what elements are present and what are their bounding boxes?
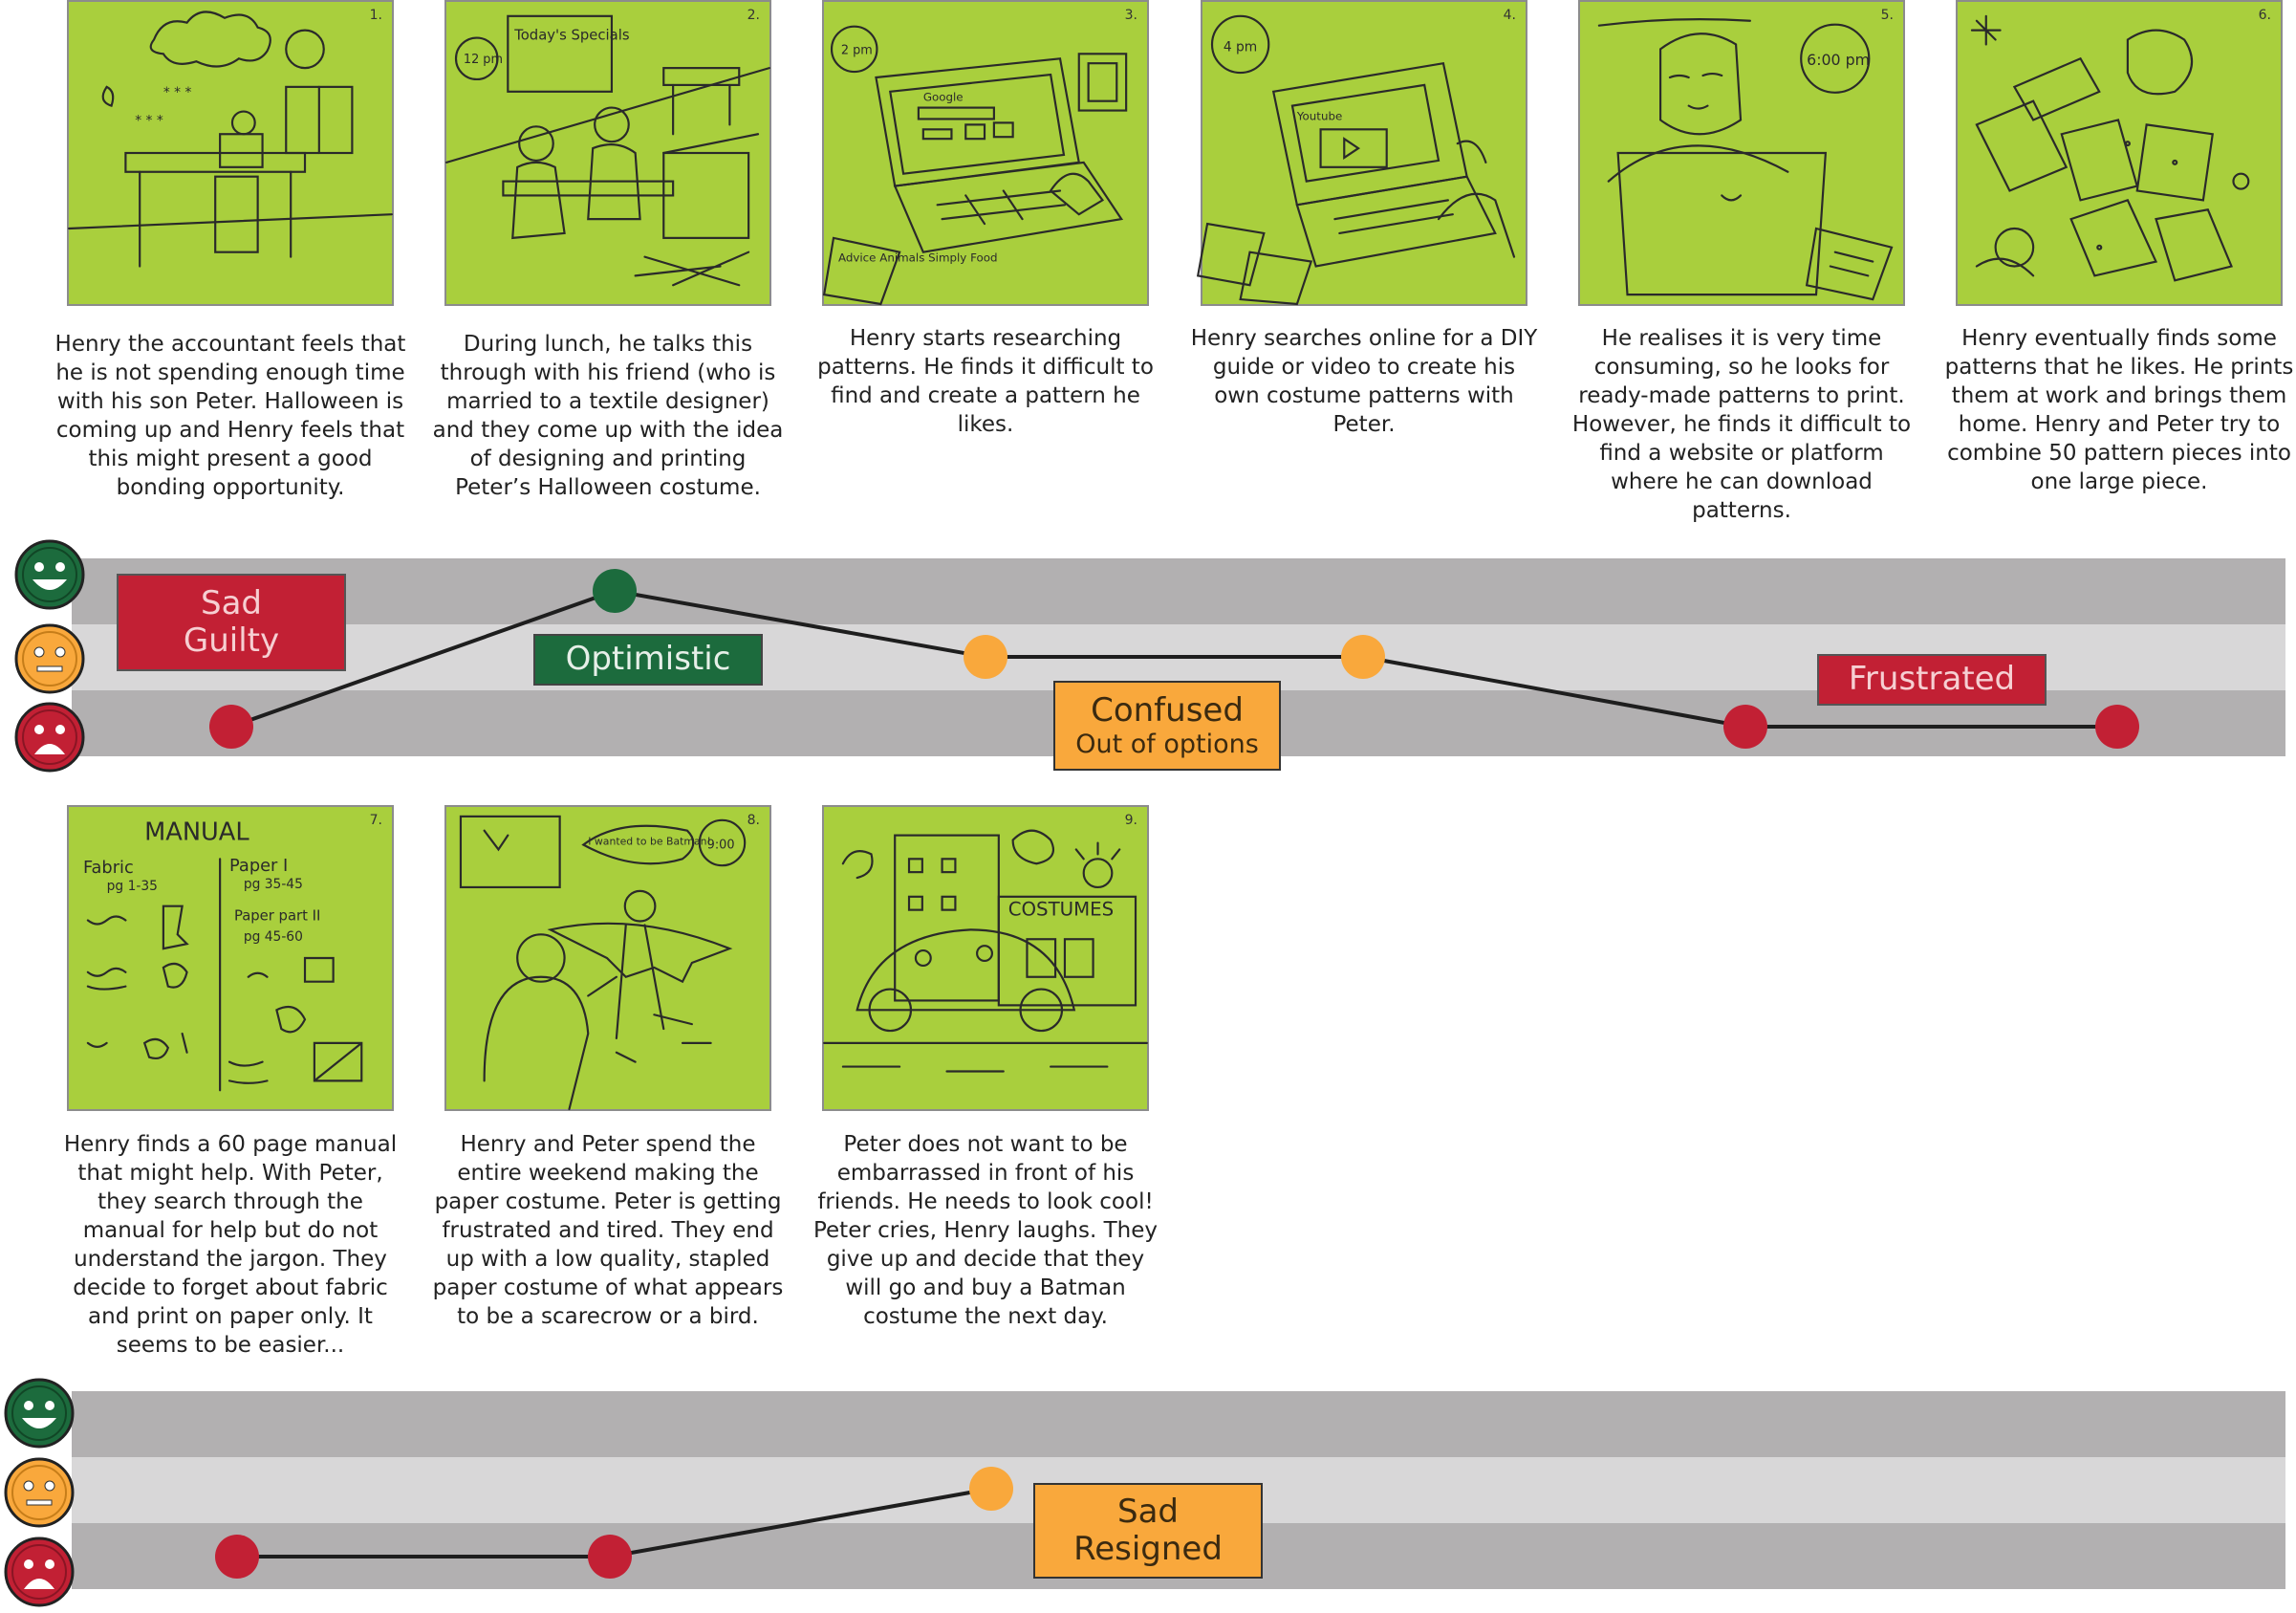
sketch-laptop-research: 2 pm Google Advice Animals Simply Food: [822, 25, 1128, 306]
panel-caption-5: He realises it is very time consuming, s…: [1571, 326, 1912, 523]
happy-face-icon: [14, 539, 85, 610]
emotion-band-positive: [72, 558, 2285, 624]
storyboard-panel-5: 5. 6:00 pm: [1578, 0, 1905, 306]
storyboard-panel-9: 9. COSTUMES: [822, 805, 1149, 1111]
speech-bubble-text: I wanted to be Batman!: [588, 836, 711, 848]
storyboard-panel-7: 7. MANUAL Fabric pg 1-35 Paper I pg 35-4…: [67, 805, 394, 1111]
panel-caption-7: Henry finds a 60 page manual that might …: [63, 1132, 398, 1358]
clock-label: 12 pm: [464, 53, 503, 67]
panel-caption-1: Henry the accountant feels that he is no…: [54, 332, 406, 500]
svg-text:* * *: * * *: [163, 85, 192, 100]
clock-label: 2 pm: [841, 43, 873, 57]
svg-text:Paper I: Paper I: [229, 857, 288, 876]
emotion-label-sad-resigned: Sad Resigned: [1033, 1483, 1263, 1579]
panel-caption-8: Henry and Peter spend the entire weekend…: [432, 1132, 784, 1329]
sketch-manual: MANUAL Fabric pg 1-35 Paper I pg 35-45 P…: [83, 818, 363, 1092]
svg-text:pg 35-45: pg 35-45: [244, 877, 303, 892]
svg-text:* * *: * * *: [135, 113, 163, 128]
sketch-paper-costume: I wanted to be Batman! 9:00: [459, 815, 747, 1111]
clock-label: 6:00 pm: [1807, 51, 1870, 69]
sad-face-icon: [4, 1537, 75, 1607]
emotion-label-confused: Confused Out of options: [1053, 681, 1281, 771]
panel-caption-3: Henry starts researching patterns. He fi…: [817, 326, 1154, 437]
neutral-face-icon: [4, 1457, 75, 1528]
site-label: Youtube: [1296, 109, 1342, 122]
panel-number: 9.: [1124, 813, 1137, 828]
manual-title: MANUAL: [144, 818, 249, 847]
storyboard-panel-4: 4. 4 pm Youtube: [1196, 0, 1527, 306]
sketch-night-desk: * * * * * *: [68, 11, 393, 268]
emotion-band-positive: [72, 1391, 2285, 1457]
sad-face-icon: [14, 702, 85, 773]
happy-face-icon: [4, 1378, 75, 1449]
clock-label: 9:00: [707, 838, 735, 852]
neutral-face-icon: [14, 623, 85, 694]
storyboard-panel-3: 3. 2 pm Google Advice Animals Simply Foo…: [822, 0, 1149, 306]
note-label: Advice Animals Simply Food: [838, 251, 998, 265]
panel-number: 2.: [747, 8, 760, 23]
panel-caption-6: Henry eventually finds some patterns tha…: [1944, 326, 2294, 494]
sketch-video-search: 4 pm Youtube: [1196, 14, 1516, 306]
storyboard-panel-8: 8. I wanted to be Batman! 9:00: [444, 805, 771, 1111]
panel-number: 4.: [1503, 8, 1516, 23]
storyboard-panel-6: 6.: [1956, 0, 2283, 306]
panel-number: 8.: [747, 813, 760, 828]
svg-text:pg 45-60: pg 45-60: [244, 929, 303, 945]
storyboard-panel-1: 1. * * * * * *: [67, 0, 394, 306]
sketch-costume-shop: COSTUMES: [823, 829, 1148, 1073]
panel-number: 1.: [369, 8, 382, 23]
sketch-lunch-cafe: 12 pm Today's Specials: [445, 14, 770, 287]
panel-number: 6.: [2258, 8, 2271, 23]
emotion-label-optimistic: Optimistic: [533, 634, 763, 686]
panel-caption-4: Henry searches online for a DIY guide or…: [1190, 326, 1538, 437]
svg-text:pg 1-35: pg 1-35: [107, 879, 158, 894]
panel-number: 7.: [369, 813, 382, 828]
sketch-pattern-pieces: [1970, 14, 2250, 282]
storyboard-panel-2: 2. 12 pm Today's Specials: [444, 0, 771, 306]
svg-text:Paper part II: Paper part II: [234, 908, 320, 925]
panel-caption-2: During lunch, he talks this through with…: [432, 332, 784, 500]
clock-label: 4 pm: [1224, 39, 1257, 54]
board-label: Today's Specials: [513, 28, 629, 44]
panel-number: 3.: [1124, 8, 1137, 23]
search-label: Google: [923, 91, 964, 104]
emotion-label-sad-guilty: Sad Guilty: [117, 574, 346, 671]
svg-text:Fabric: Fabric: [83, 859, 134, 878]
panel-number: 5.: [1880, 8, 1894, 23]
emotion-label-frustrated: Frustrated: [1817, 654, 2047, 706]
shop-sign: COSTUMES: [1008, 899, 1114, 921]
panel-caption-9: Peter does not want to be embarrassed in…: [812, 1132, 1158, 1329]
sketch-henry-laptop: 6:00 pm: [1597, 18, 1894, 301]
